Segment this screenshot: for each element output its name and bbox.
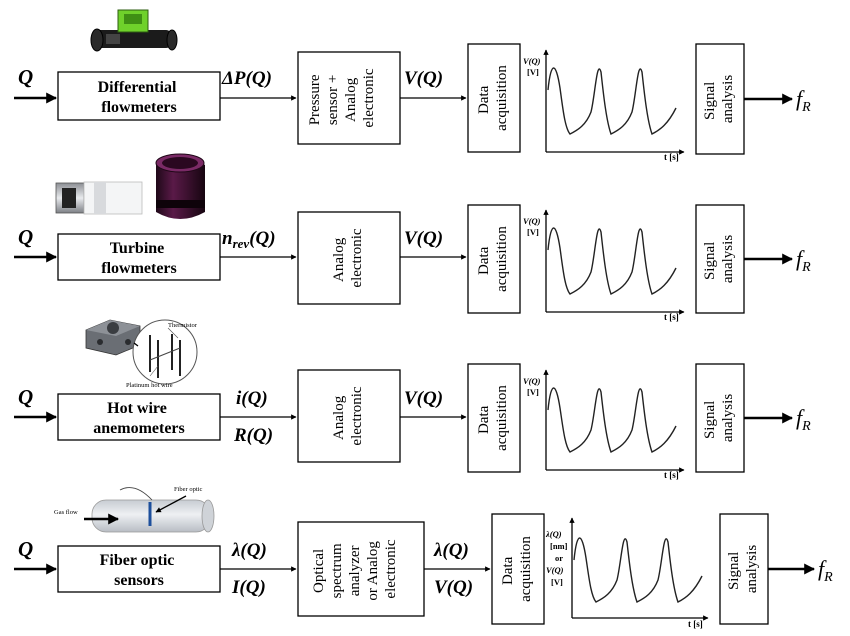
conditioner-label-2: Analog electronic [331,228,365,287]
analysis-label-1: Signal analysis [702,75,736,123]
differential-flowmeter-illustration [90,9,178,52]
signal-label-3: i(Q) R(Q) [233,388,273,446]
ylabel-2: V(Q) [V] [523,216,543,237]
result-label-1: fR [796,86,811,115]
turbine-flowmeter-illustration [55,153,205,219]
xlabel-2: t [s] [664,312,679,322]
output-label-3: V(Q) [404,388,443,409]
output-label-1: V(Q) [404,68,443,89]
conditioner-label-4: Optical spectrum analyzer or Analog elec… [311,537,399,600]
xlabel-3: t [s] [664,470,679,480]
row-turbine: Q Turbine flowmeters nrev(Q) Analog elec… [14,204,811,322]
signal-label-1: ΔP(Q) [221,68,272,89]
sensor-label-1: Differential flowmeters [98,79,181,116]
daq-label-2: Data acquisition [476,226,510,292]
daq-label-3: Data acquisition [476,385,510,451]
sensor-label-2: Turbine flowmeters [101,240,177,277]
row-hot-wire: Q Hot wire anemometers i(Q) R(Q) Analog … [14,363,811,480]
input-q-4: Q [18,537,33,561]
sensor-label-3: Hot wire anemometers [93,400,185,437]
waveform-plot-1: V(Q) [V] t [s] [523,49,685,162]
waveform-curve-1 [547,67,677,135]
result-label-2: fR [796,246,811,275]
fiber-optic-illustration: Fiber optic Gas flow [54,486,215,533]
row-fiber-optic: Q Fiber optic sensors λ(Q) I(Q) Optical … [14,513,833,629]
analysis-label-2: Signal analysis [702,235,736,283]
result-label-4: fR [818,556,833,585]
waveform-plot-2: V(Q) [V] t [s] [523,209,685,322]
signal-label-2: nrev(Q) [222,228,276,251]
conditioner-label-1: Pressure sensor + Analog electronic [307,68,377,127]
waveform-curve-3 [547,387,677,453]
xlabel-1: t [s] [664,152,679,162]
hot-wire-anemometer-illustration: Thermistor Platinum hot wire [85,319,198,389]
ylabel-1: V(Q) [V] [523,56,543,77]
analysis-label-4: Signal analysis [726,545,760,593]
waveform-plot-4: λ(Q) [nm] or V(Q) [V] t [s] [545,517,709,629]
output-label-2: V(Q) [404,228,443,249]
row-differential: Q Differential flowmeters ΔP(Q) Pressure… [14,43,811,162]
sensor-label-4: Fiber optic sensors [100,552,179,589]
waveform-plot-3: V(Q) [V] t [s] [523,369,685,480]
ylabel-4: λ(Q) [nm] or V(Q) [V] [545,529,570,587]
daq-label-4: Data acquisition [500,536,534,602]
waveform-curve-4 [573,537,703,603]
signal-label-4: λ(Q) I(Q) [231,540,272,598]
fiber-optic-label: Fiber optic [174,486,202,493]
gas-flow-label: Gas flow [54,509,78,516]
input-q-1: Q [18,65,33,89]
ylabel-3: V(Q) [V] [523,376,543,397]
input-q-3: Q [18,385,33,409]
input-q-2: Q [18,225,33,249]
conditioner-label-3: Analog electronic [331,386,365,445]
daq-label-1: Data acquisition [476,65,510,131]
analysis-label-3: Signal analysis [702,394,736,442]
xlabel-4: t [s] [688,619,703,629]
waveform-curve-2 [547,227,677,295]
output-label-4: λ(Q) V(Q) [433,540,474,598]
thermistor-label: Thermistor [168,322,198,329]
result-label-3: fR [796,405,811,434]
platinum-hot-wire-label: Platinum hot wire [126,382,173,389]
